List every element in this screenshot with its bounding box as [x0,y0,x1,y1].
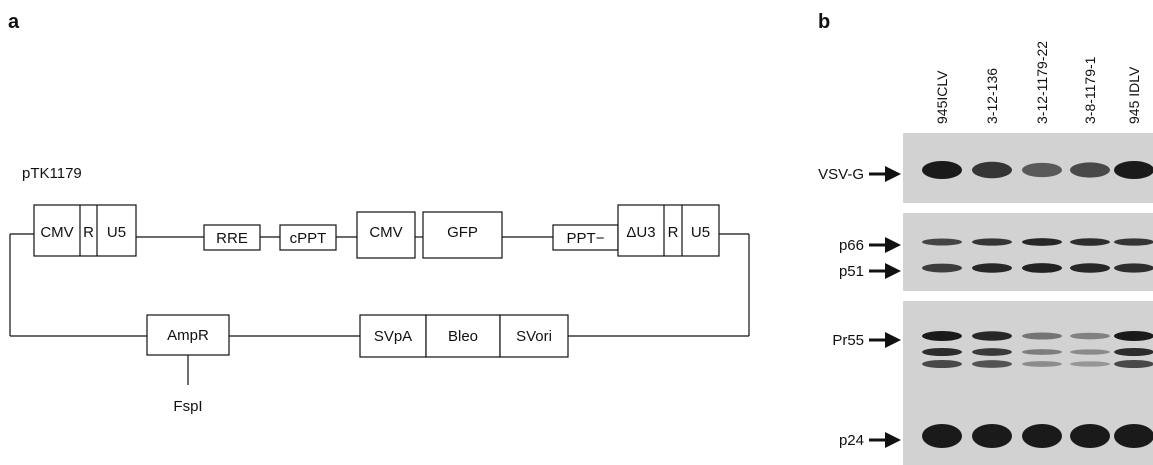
marker-label-vsv-g: VSV-G [818,166,864,183]
band-pr55-sub-1-lane-1 [922,348,962,356]
band-vsv-g-lane-2 [972,162,1012,178]
ltr-5prime: CMV R U5 [34,205,136,256]
element-ampr: AmpR [167,327,209,344]
element-u5-1: U5 [107,224,126,241]
band-p24-lane-3 [1022,424,1062,448]
band-pr55-lane-2 [972,331,1012,341]
band-p51-lane-5 [1114,263,1153,272]
band-p24-lane-5 [1114,424,1153,448]
band-p24-lane-1 [922,424,962,448]
lane-label-3: 3-12-1179-22 [1034,41,1050,124]
element-r-2: R [668,224,679,241]
marker-label-p66: p66 [839,237,864,254]
band-p51-lane-4 [1070,263,1110,273]
arrow-right-icon [885,432,901,448]
band-pr55-sub-1-lane-2 [972,348,1012,356]
arrow-right-icon [885,166,901,182]
band-p51-lane-2 [972,263,1012,273]
band-p51-lane-1 [922,264,962,273]
lane-label-4: 3-8-1179-1 [1082,56,1098,124]
band-pr55-sub-2-lane-2 [972,360,1012,368]
marker-pr55: Pr55 [832,332,901,349]
lane-labels: 945ICLV 3-12-136 3-12-1179-22 3-8-1179-1 945… [934,41,1142,124]
lane-label-2: 3-12-136 [984,68,1000,124]
band-pr55-lane-5 [1114,331,1153,341]
plasmid-name: pTK1179 [22,165,82,182]
panel-a-letter: a [8,11,20,33]
element-gfp: GFP [447,224,478,241]
ltr-3prime: ΔU3 R U5 [618,205,719,256]
band-pr55-sub-1-lane-3 [1022,349,1062,355]
element-bleo: Bleo [448,328,478,345]
band-p51-lane-3 [1022,263,1062,273]
band-vsv-g-lane-1 [922,161,962,179]
element-u5-2: U5 [691,224,710,241]
band-p24-lane-2 [972,424,1012,448]
lane-label-1: 945ICLV [934,70,950,124]
band-pr55-sub-2-lane-1 [922,360,962,368]
marker-p51: p51 [839,263,901,280]
band-pr55-lane-1 [922,331,962,341]
band-pr55-sub-1-lane-5 [1114,348,1153,356]
band-vsv-g-lane-5 [1114,161,1153,179]
band-vsv-g-lane-3 [1022,163,1062,177]
site-fspi: FspI [173,398,202,415]
element-rre: RRE [216,230,248,247]
band-pr55-lane-4 [1070,333,1110,340]
band-pr55-sub-1-lane-4 [1070,349,1110,354]
band-pr55-sub-2-lane-3 [1022,361,1062,367]
band-p66-lane-3 [1022,238,1062,246]
lane-label-5: 945 IDLV [1126,66,1142,124]
band-p66-lane-2 [972,238,1012,245]
element-cppt: cPPT [290,230,327,247]
band-pr55-sub-2-lane-5 [1114,360,1153,368]
marker-label-pr55: Pr55 [832,332,864,349]
marker-label-p24: p24 [839,432,864,449]
element-du3: ΔU3 [626,224,655,241]
element-svpa: SVpA [374,328,412,345]
band-pr55-sub-2-lane-4 [1070,361,1110,366]
band-p24-lane-4 [1070,424,1110,448]
band-p66-lane-5 [1114,238,1153,245]
blot-rt [903,213,1153,291]
band-pr55-lane-3 [1022,332,1062,339]
arrow-right-icon [885,263,901,279]
marker-p66: p66 [839,237,901,254]
panel-b-letter: b [818,11,830,33]
element-r-1: R [83,224,94,241]
marker-label-p51: p51 [839,263,864,280]
element-ppt: PPT− [567,230,605,247]
arrow-right-icon [885,237,901,253]
element-cmv-1: CMV [40,224,73,241]
element-svori: SVori [516,328,552,345]
marker-p24: p24 [839,432,901,449]
marker-vsv-g: VSV-G [818,166,901,183]
arrow-right-icon [885,332,901,348]
band-vsv-g-lane-4 [1070,162,1110,177]
element-cmv-2: CMV [369,224,402,241]
band-p66-lane-1 [922,239,962,246]
band-p66-lane-4 [1070,238,1110,245]
